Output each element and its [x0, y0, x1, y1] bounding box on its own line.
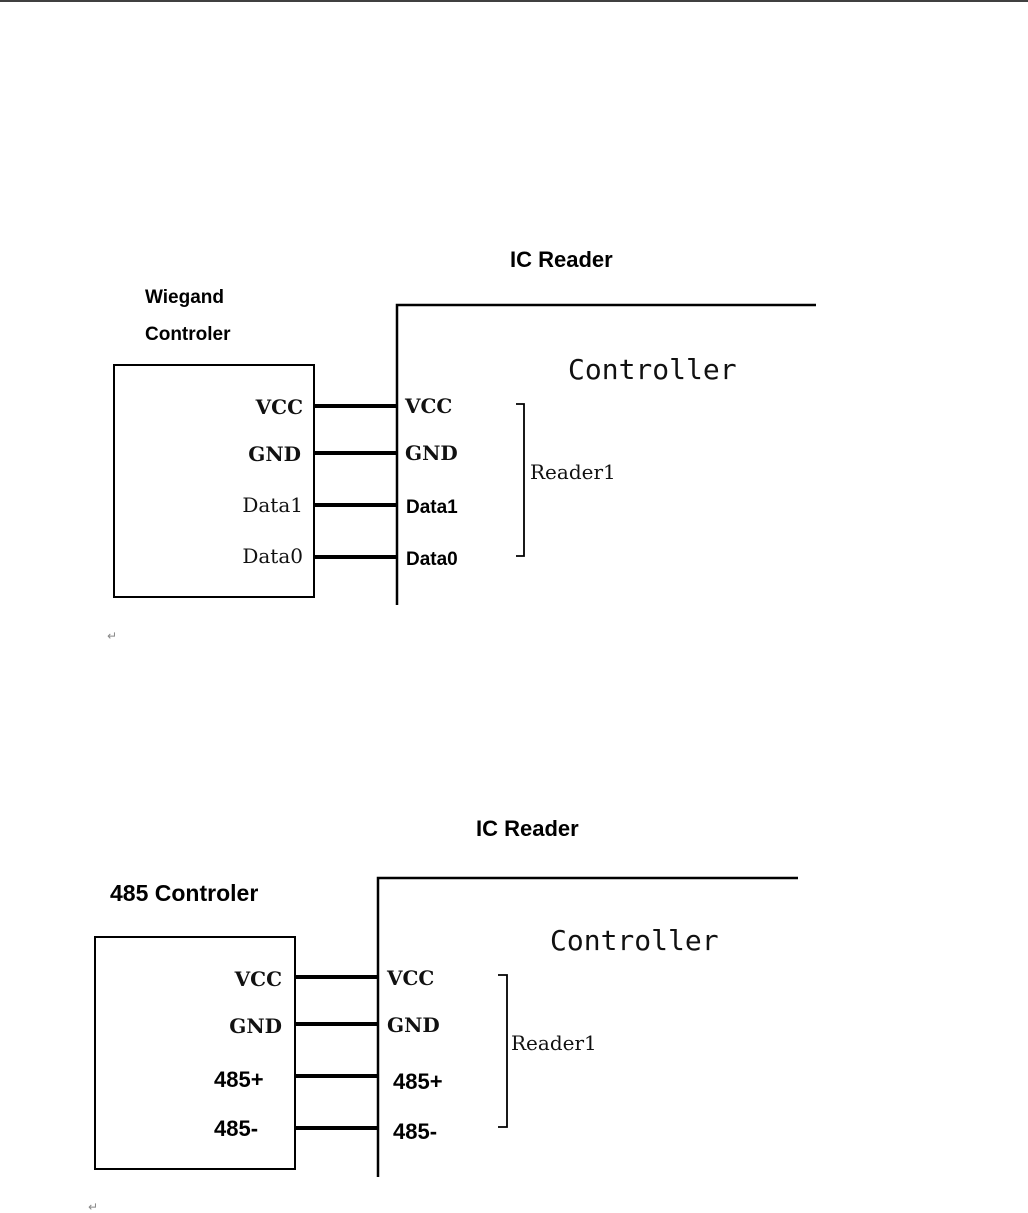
left-pin-485-plus: 485+ — [214, 1067, 264, 1092]
right-pin-485-minus: 485- — [393, 1119, 437, 1144]
controller-label: Controller — [550, 924, 719, 957]
right-pin-485-plus: 485+ — [393, 1069, 443, 1094]
rs485-diagram: IC Reader 485 Controler Controller VCC G… — [88, 816, 798, 1213]
left-pin-gnd: GND — [229, 1014, 282, 1038]
ic-reader-frame — [397, 305, 816, 605]
right-pin-gnd: GND — [405, 441, 458, 465]
right-pin-gnd: GND — [387, 1013, 440, 1037]
right-pin-vcc: VCC — [404, 394, 452, 418]
right-pin-vcc: VCC — [386, 966, 434, 990]
reader-group-bracket — [498, 975, 507, 1127]
paragraph-mark: ↵ — [107, 629, 117, 643]
paragraph-mark: ↵ — [88, 1200, 98, 1213]
left-pin-vcc: VCC — [255, 395, 303, 419]
right-pin-data1: Data1 — [406, 497, 458, 518]
right-pin-data0: Data0 — [406, 549, 458, 570]
wiegand-diagram: IC Reader Wiegand Controler Controller V… — [107, 247, 816, 643]
left-pin-485-minus: 485- — [214, 1116, 258, 1141]
reader1-label: Reader1 — [530, 460, 616, 484]
left-pin-data0: Data0 — [242, 544, 303, 568]
left-pin-gnd: GND — [248, 442, 301, 466]
reader1-label: Reader1 — [511, 1031, 597, 1055]
left-pin-vcc: VCC — [234, 967, 282, 991]
left-pin-data1: Data1 — [242, 493, 303, 517]
wiegand-label-line1: Wiegand — [145, 287, 224, 308]
ic-reader-title: IC Reader — [510, 247, 613, 272]
rs485-controller-label: 485 Controler — [110, 880, 258, 906]
ic-reader-frame — [378, 878, 798, 1177]
reader-group-bracket — [516, 404, 524, 556]
ic-reader-title: IC Reader — [476, 816, 579, 841]
wiegand-label-line2: Controler — [145, 324, 231, 345]
controller-label: Controller — [568, 353, 737, 386]
